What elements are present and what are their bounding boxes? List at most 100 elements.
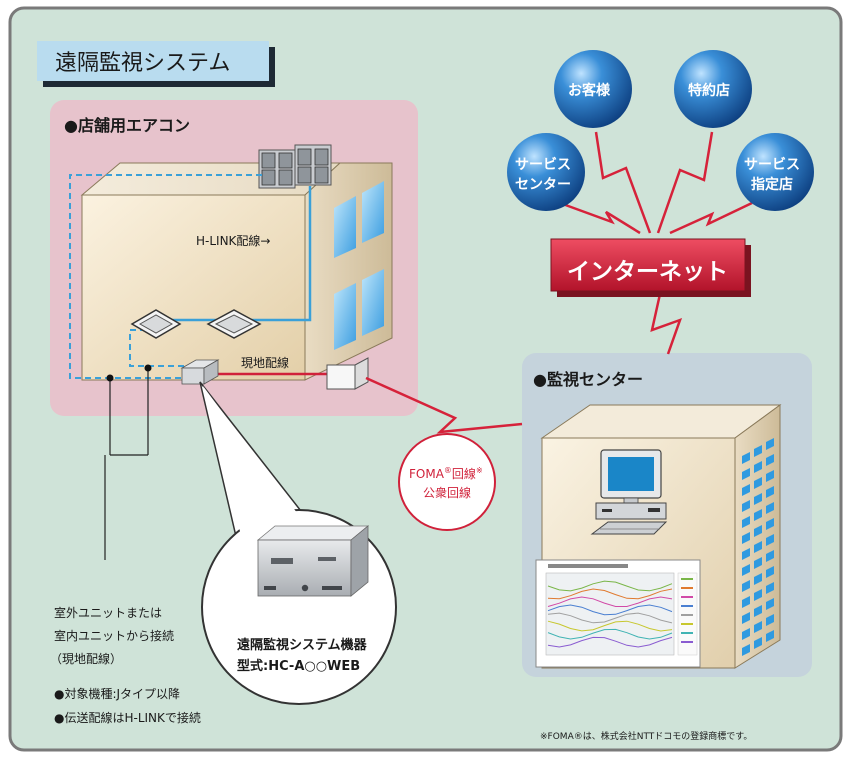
title-box bbox=[37, 41, 269, 81]
page-title: 遠隔監視システム bbox=[55, 51, 231, 76]
chart-lines bbox=[547, 578, 693, 648]
tower-window bbox=[742, 580, 750, 592]
bullet-transmission-wiring: ●伝送配線はH-LINKで接続 bbox=[54, 711, 201, 725]
tower-window bbox=[742, 644, 750, 656]
tower-window bbox=[742, 484, 750, 496]
tower-windows bbox=[742, 438, 774, 656]
indoor-unit-1 bbox=[130, 309, 182, 339]
chart-series-line bbox=[547, 580, 673, 592]
modem-box bbox=[326, 357, 369, 390]
node-label-service-shop-1: サービス bbox=[744, 157, 800, 173]
local-wiring-label: 現地配線 bbox=[241, 356, 290, 370]
connection-note-2: 室内ユニットから接続 bbox=[54, 629, 175, 643]
tower-window bbox=[766, 502, 774, 514]
tower-window bbox=[742, 468, 750, 480]
tower-window bbox=[754, 509, 762, 521]
connection-dot bbox=[106, 374, 114, 382]
tower-window bbox=[766, 614, 774, 626]
globe-service-center bbox=[507, 133, 585, 211]
tower-window bbox=[754, 573, 762, 585]
tower-window bbox=[766, 534, 774, 546]
tower-window bbox=[766, 518, 774, 530]
hlink-dashed-wire bbox=[69, 174, 262, 379]
chart-legend-swatch bbox=[681, 587, 693, 589]
chart-series-line bbox=[547, 604, 673, 616]
tower-window bbox=[766, 438, 774, 450]
tower-window bbox=[742, 532, 750, 544]
tower-window bbox=[766, 486, 774, 498]
node-label-customer: お客様 bbox=[568, 83, 610, 99]
tower-window bbox=[742, 452, 750, 464]
outdoor-unit bbox=[258, 144, 332, 189]
bullet-target-models: ●対象機種:Jタイプ以降 bbox=[54, 687, 181, 701]
hlink-wire bbox=[156, 186, 312, 322]
hlink-label: H-LINK配線→ bbox=[196, 234, 271, 248]
tower-window bbox=[766, 598, 774, 610]
tower-window bbox=[754, 589, 762, 601]
chart-legend-swatch bbox=[681, 596, 693, 598]
chart-legend-swatch bbox=[681, 578, 693, 580]
chart-series-line bbox=[547, 636, 673, 648]
device-name: 遠隔監視システム機器 bbox=[237, 638, 367, 653]
chart-legend-swatch bbox=[681, 614, 693, 616]
foma-note-mark: ※ bbox=[475, 466, 483, 475]
chart-series-line bbox=[547, 612, 673, 624]
foma-line-text: 回線 bbox=[451, 467, 476, 481]
chart-legend-swatch bbox=[681, 632, 693, 634]
tower-window bbox=[754, 541, 762, 553]
tower-window bbox=[766, 566, 774, 578]
tower-window bbox=[754, 605, 762, 617]
foma-public-line: 公衆回線 bbox=[423, 486, 472, 500]
node-label-service-shop-2: 指定店 bbox=[751, 177, 793, 193]
globe-service-shop bbox=[736, 133, 814, 211]
tower-window bbox=[742, 628, 750, 640]
foma-circle bbox=[398, 433, 496, 531]
chart-legend-swatch bbox=[681, 623, 693, 625]
store-building bbox=[80, 162, 393, 381]
tower-window bbox=[754, 525, 762, 537]
tower-window bbox=[754, 493, 762, 505]
network-lines bbox=[365, 131, 753, 434]
connection-note-1: 室外ユニットまたは bbox=[54, 606, 163, 620]
foma-label: FOMA®回線※ bbox=[409, 465, 483, 482]
node-label-dealer: 特約店 bbox=[688, 83, 730, 99]
tower-window bbox=[754, 477, 762, 489]
internet-box bbox=[550, 238, 746, 292]
tower-window bbox=[742, 516, 750, 528]
tower-window bbox=[766, 470, 774, 482]
device-photo bbox=[256, 525, 370, 597]
tower-window bbox=[742, 564, 750, 576]
tower-window bbox=[754, 637, 762, 649]
globe-dealer bbox=[674, 50, 752, 128]
tower-window bbox=[766, 582, 774, 594]
tower-window bbox=[754, 445, 762, 457]
device-model: 型式:HC-A○○WEB bbox=[237, 659, 361, 674]
tower-window bbox=[754, 461, 762, 473]
internet-label: インターネット bbox=[567, 259, 728, 285]
connection-note-3: （現地配線） bbox=[50, 652, 123, 666]
node-label-service-center-2: センター bbox=[515, 177, 571, 193]
node-label-service-center-1: サービス bbox=[515, 157, 571, 173]
tower-window bbox=[754, 621, 762, 633]
globe-customer bbox=[554, 50, 632, 128]
tower-window bbox=[766, 630, 774, 642]
trademark-footnote: ※FOMA®は、株式会社NTTドコモの登録商標です。 bbox=[540, 732, 753, 742]
foma-name: FOMA bbox=[409, 467, 444, 481]
computer-monitor bbox=[595, 449, 667, 520]
monitor-section-heading: ●監視センター bbox=[533, 370, 643, 389]
chart-series-line bbox=[547, 628, 673, 640]
tower-window bbox=[742, 548, 750, 560]
tower-window bbox=[766, 550, 774, 562]
chart-series-line bbox=[547, 596, 673, 607]
monitoring-device-small bbox=[180, 359, 220, 385]
store-section-heading: ●店舗用エアコン bbox=[64, 116, 190, 135]
tower-window bbox=[742, 596, 750, 608]
tower-window bbox=[766, 454, 774, 466]
computer-keyboard bbox=[590, 521, 668, 535]
tower-window bbox=[742, 612, 750, 624]
chart-legend-swatch bbox=[681, 605, 693, 607]
foma-reg-mark: ® bbox=[443, 466, 452, 475]
chart-series-line bbox=[547, 588, 673, 600]
chart-series-line bbox=[547, 620, 673, 632]
